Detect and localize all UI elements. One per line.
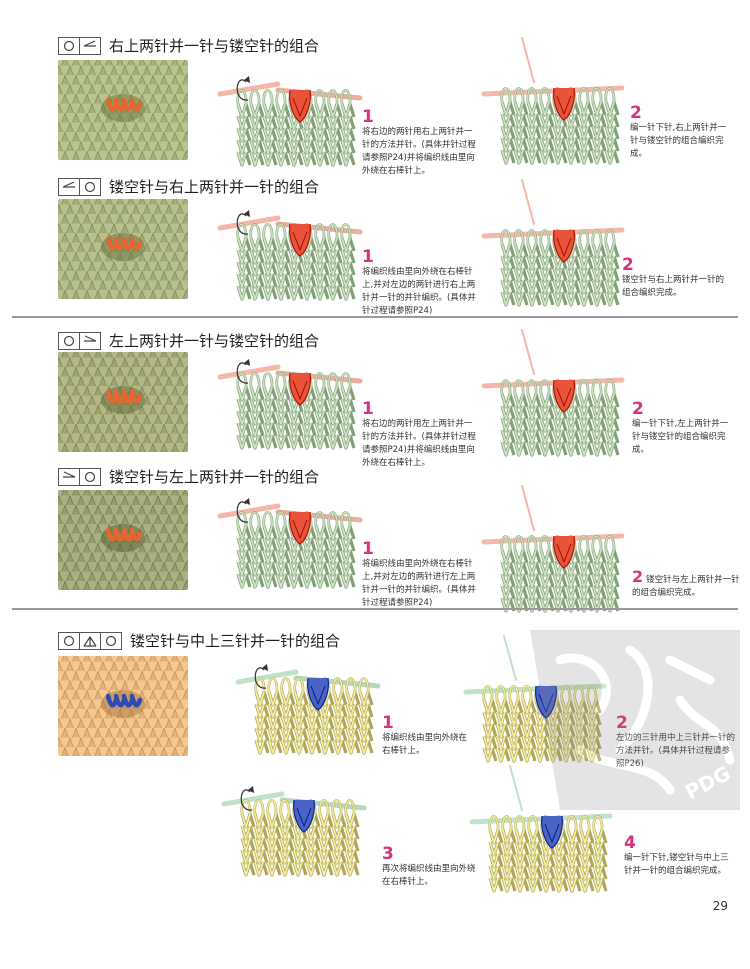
section-3-swatch-photo <box>58 352 188 452</box>
section-1-title: 右上两针并一针与镂空针的组合 <box>58 35 319 56</box>
section-1-swatch-photo <box>58 60 188 160</box>
section-4-title: 镂空针与左上两针并一针的组合 <box>58 466 319 487</box>
section-1-step-1-diagram <box>217 76 363 167</box>
section-2-swatch-photo <box>58 199 188 299</box>
section-1-step-1-text: 1 将右边的两针用右上两针并一针的方法并针。(具体并针过程请参照P24)并将编织… <box>362 107 476 176</box>
section-2-step-2-diagram <box>481 179 625 307</box>
page-number: 29 <box>712 899 728 913</box>
section-4-step-1-text: 1 将编织线由里向外绕在右棒针上,并对左边的两针进行左上两针并一针的并针编织。(… <box>362 539 476 608</box>
section-5-step-4-diagram <box>469 765 613 893</box>
section-1-step-2-text: 2 编一针下针,右上两针并一针与镂空针的组合编织完成。 <box>630 103 727 159</box>
section-2-step-2-text: 2 镂空针与右上两针并一针的组合编织完成。 <box>622 255 725 298</box>
section-divider-2 <box>12 608 738 610</box>
section-3-step-1-text: 1 将右边的两针用左上两针并一针的方法并针。(具体并针过程请参照P24)并将编织… <box>362 399 476 468</box>
section-3-step-2-diagram <box>481 329 625 457</box>
section-4-step-2-diagram <box>481 485 625 613</box>
section-4-swatch-photo <box>58 490 188 590</box>
section-2-title: 镂空针与右上两针并一针的组合 <box>58 176 319 197</box>
section-5-swatch-photo <box>58 656 188 756</box>
symbol-right-slant-circle-icon <box>58 177 101 196</box>
section-5-step-2-diagram <box>463 635 607 763</box>
section-2-step-1-diagram <box>217 210 363 301</box>
symbol-circle-right-slant-icon <box>58 36 101 55</box>
section-4-step-1-diagram <box>217 498 363 589</box>
section-3-step-1-diagram <box>217 359 363 450</box>
section-3-title: 左上两针并一针与镂空针的组合 <box>58 330 319 351</box>
section-5-step-3-text: 3 再次将编织线由里向外绕在右棒针上。 <box>382 844 476 887</box>
section-divider-1 <box>12 316 738 318</box>
section-1-step-2-diagram <box>481 37 625 165</box>
section-5-step-1-text: 1 将编织线由里向外绕在右棒针上。 <box>382 713 468 756</box>
section-3-step-2-text: 2 编一针下针,左上两针并一针与镂空针的组合编织完成。 <box>632 399 729 455</box>
section-5-step-3-diagram <box>221 786 367 877</box>
symbol-circle-center-three-circle-icon <box>58 631 122 650</box>
section-5-step-1-diagram <box>235 664 381 755</box>
section-5-step-4-text: 4 编一针下针,镂空针与中上三针并一针的组合编织完成。 <box>624 833 729 876</box>
section-2-step-1-text: 1 将编织线由里向外绕在右棒针上,并对左边的两针进行右上两针并一针的并针编织。(… <box>362 247 476 316</box>
symbol-circle-left-slant-icon <box>58 331 101 350</box>
section-5-title: 镂空针与中上三针并一针的组合 <box>58 630 340 651</box>
symbol-left-slant-circle-icon <box>58 467 101 486</box>
section-5-step-2-text: 2 左边的三针用中上三针并一针的方法并针。(具体并针过程请参照P26) <box>616 713 736 769</box>
